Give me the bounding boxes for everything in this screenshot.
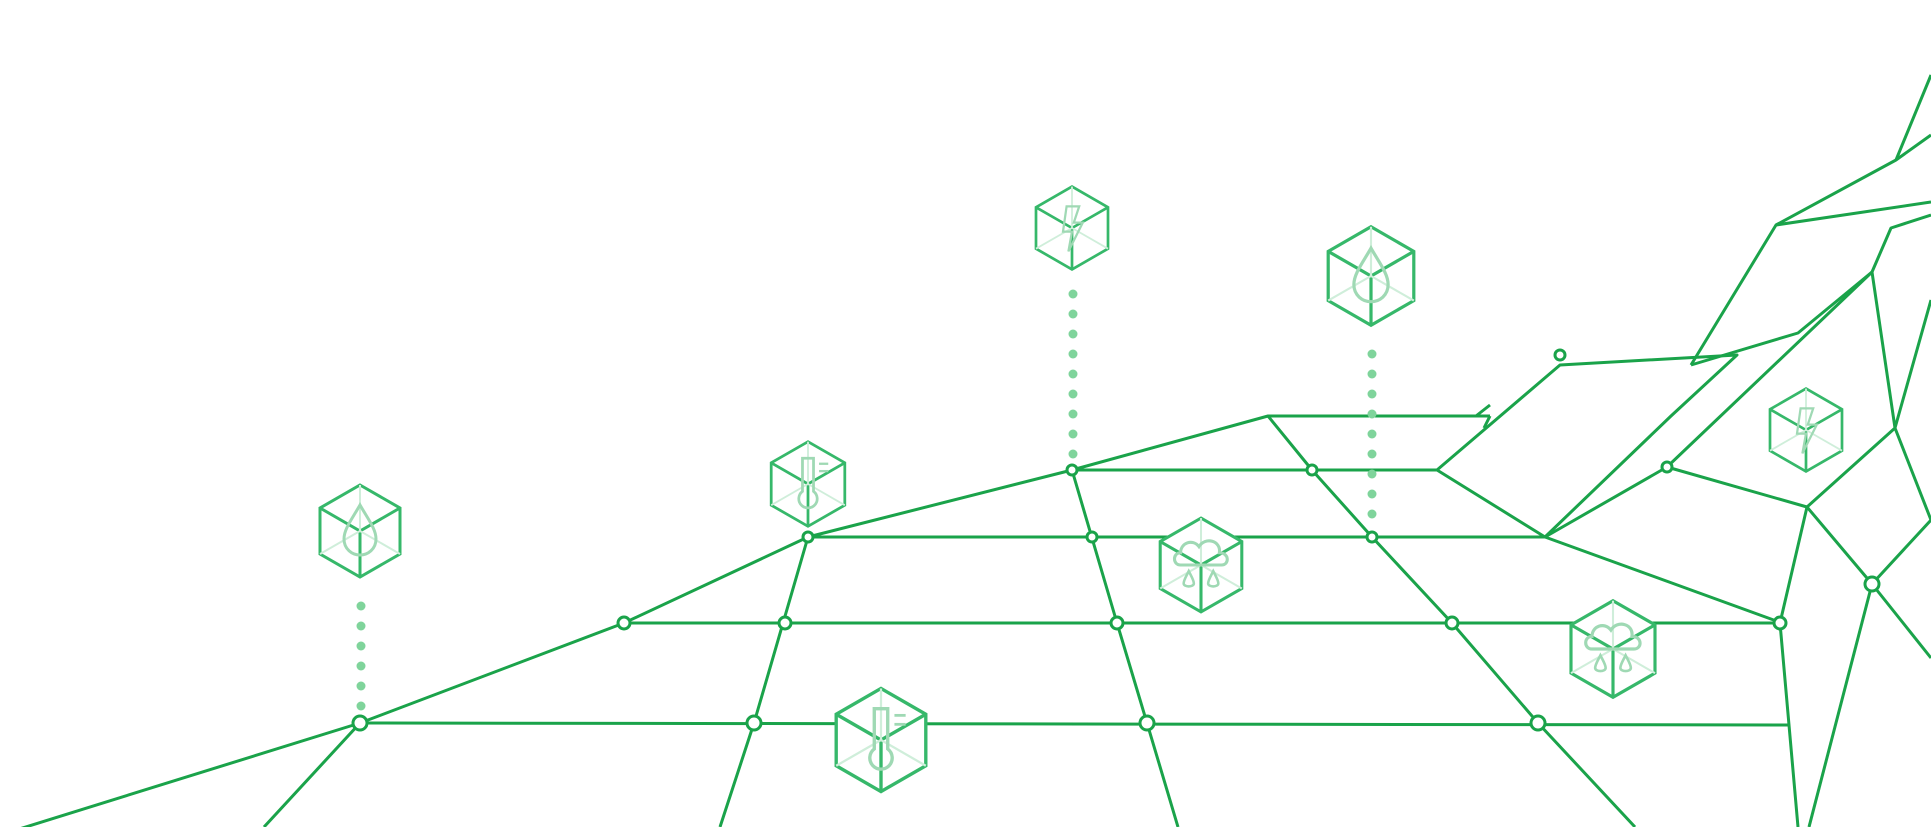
- page-title: etrica: [0, 0, 289, 12]
- sensor-connectors: [356, 289, 1377, 711]
- sensor-cube-rain-1: [1158, 516, 1244, 614]
- sensor-cube-rain-2: [1569, 599, 1657, 699]
- sensor-cube-drop-2: [1326, 225, 1416, 327]
- sensor-cube-bolt-1: [1034, 185, 1110, 271]
- sensor-cube-thermo-1: [769, 440, 847, 528]
- sensor-cube-drop-1: [318, 483, 402, 579]
- sensor-cube-thermo-2: [834, 686, 928, 794]
- network-nodes: [351, 348, 1881, 732]
- sensor-cube-bolt-2: [1768, 387, 1844, 473]
- network-edges: [20, 74, 1931, 827]
